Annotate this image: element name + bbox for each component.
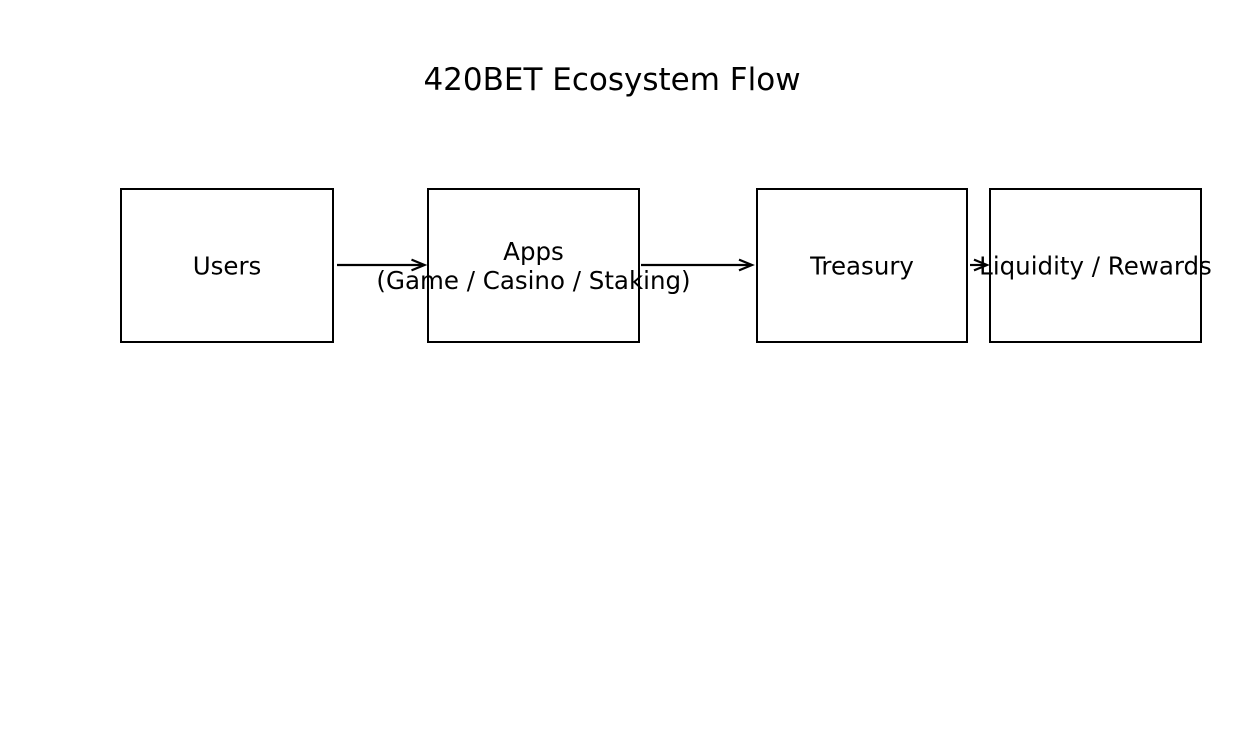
node-apps-label-line1: Apps	[503, 236, 564, 266]
diagram-title: 420BET Ecosystem Flow	[423, 62, 801, 98]
node-liquidity-rewards: Liquidity / Rewards	[979, 188, 1212, 343]
node-treasury-label: Treasury	[810, 251, 914, 280]
node-users: Users	[120, 188, 334, 343]
node-apps-label-line2: (Game / Casino / Staking)	[376, 265, 691, 295]
node-apps-label: Apps (Game / Casino / Staking)	[376, 237, 690, 295]
node-users-label: Users	[192, 251, 262, 280]
node-apps: Apps (Game / Casino / Staking)	[376, 188, 691, 343]
node-liquidity-rewards-label: Liquidity / Rewards	[979, 251, 1212, 280]
node-treasury: Treasury	[756, 188, 968, 343]
